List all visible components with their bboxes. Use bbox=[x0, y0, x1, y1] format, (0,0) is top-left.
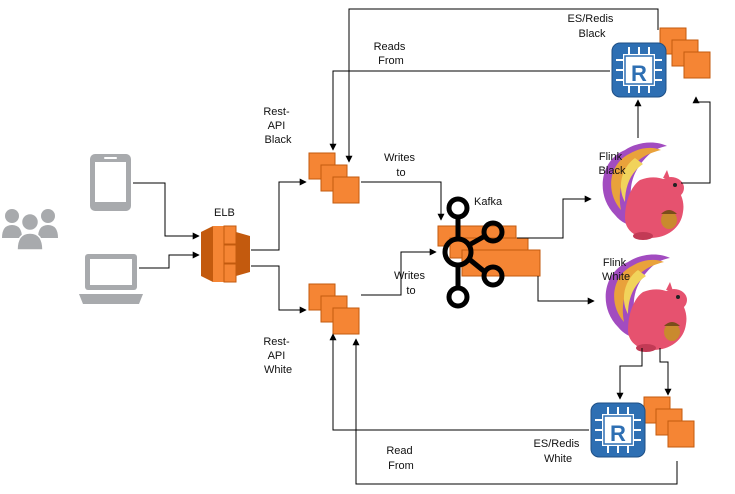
kafka-to-flink-white-arrow bbox=[537, 276, 595, 305]
es-redis-white-label: ES/Redis White bbox=[534, 438, 583, 465]
rest-api-white-ec2-icon bbox=[308, 283, 360, 335]
rest-api-black-label: Rest- API Black bbox=[263, 106, 292, 146]
kafka-logo-icon bbox=[442, 196, 505, 309]
elb-to-rest-white-arrow bbox=[251, 265, 307, 314]
es-black-reads-rest-black-arrow bbox=[345, 8, 659, 163]
elb-label: ELB bbox=[214, 207, 235, 219]
es-redis-black-label: ES/Redis Black bbox=[568, 13, 617, 40]
flink-white-to-es-white-arrow bbox=[659, 348, 672, 396]
flink-white-squirrel-icon bbox=[605, 254, 687, 352]
connectors bbox=[133, 8, 711, 485]
reads-from-black-label: Reads From bbox=[374, 41, 409, 67]
redis-black-glyph: R bbox=[631, 61, 647, 86]
users-group-icon bbox=[2, 209, 58, 251]
elb-icon bbox=[201, 225, 250, 283]
flink-white-label: Flink White bbox=[602, 257, 630, 283]
kafka-label: Kafka bbox=[474, 196, 503, 208]
rest-api-black-ec2-icon bbox=[308, 152, 360, 204]
redis-black-reads-rest-black-arrow bbox=[329, 70, 610, 151]
phone-to-elb-arrow bbox=[133, 182, 200, 240]
mobile-phone-icon bbox=[90, 154, 131, 211]
writes-to-black-label: Writes to bbox=[384, 152, 418, 179]
es-white-ec2-icon bbox=[643, 396, 695, 448]
redis-white-glyph: R bbox=[610, 421, 626, 446]
redis-white-read-rest-white-arrow bbox=[329, 333, 589, 431]
kafka-to-flink-black-arrow bbox=[517, 195, 592, 239]
rest-white-writes-kafka-arrow bbox=[361, 248, 437, 296]
laptop-icon bbox=[79, 254, 143, 304]
read-from-white-label: Read From bbox=[386, 445, 415, 472]
rest-api-white-label: Rest- API White bbox=[263, 336, 292, 376]
es-white-read-rest-white-arrow bbox=[352, 338, 678, 485]
es-black-ec2-icon bbox=[659, 27, 711, 79]
elb-to-rest-black-arrow bbox=[251, 178, 307, 251]
flink-black-label: Flink Black bbox=[599, 151, 626, 177]
flink-white-to-redis-white-arrow bbox=[616, 348, 643, 400]
flink-black-to-es-black-arrow bbox=[681, 96, 711, 184]
writes-to-white-label: Writes to bbox=[394, 270, 428, 297]
rest-black-writes-kafka-arrow bbox=[361, 181, 445, 221]
laptop-to-elb-arrow bbox=[139, 251, 200, 269]
